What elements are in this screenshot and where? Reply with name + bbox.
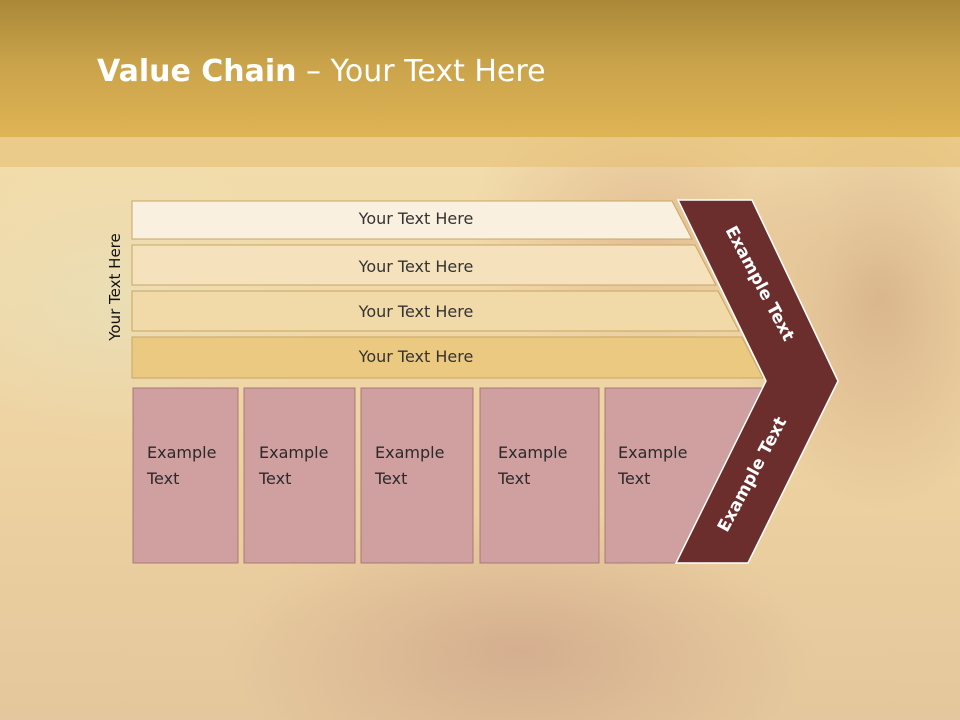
- support-row-shape: [131, 200, 693, 240]
- title-bold: Value Chain: [97, 54, 297, 89]
- reflection-label: Example: [375, 666, 444, 685]
- primary-box-line2: Text: [617, 469, 650, 488]
- support-row-label: Your Text Here: [358, 257, 474, 276]
- primary-box-shape: [360, 387, 474, 564]
- reflection-label: Example: [259, 666, 328, 685]
- slide-title: Value Chain – Your Text Here: [97, 54, 546, 89]
- margin-chevron: [674, 199, 839, 564]
- primary-box-line2: Text: [258, 469, 291, 488]
- primary-box-shape: [479, 387, 600, 564]
- support-row-label: Your Text Here: [358, 347, 474, 366]
- support-row: Your Text Here: [131, 244, 717, 286]
- primary-box-line1: Example: [498, 443, 567, 462]
- support-row-shape: [131, 244, 717, 286]
- reflection-label: Text: [617, 640, 650, 659]
- support-row-label: Your Text Here: [358, 209, 474, 228]
- primary-box-line2: Text: [374, 469, 407, 488]
- primary-box-line2: Text: [497, 469, 530, 488]
- support-row-shape: [131, 290, 740, 332]
- primary-box: Example Text: [243, 387, 356, 564]
- support-row-shape: [131, 336, 764, 379]
- title-band: [0, 137, 960, 167]
- reflection-label: Text: [497, 640, 530, 659]
- title-rest: – Your Text Here: [296, 54, 546, 89]
- reflection-label: Example: [147, 666, 216, 685]
- primary-box: Example Text: [360, 387, 474, 564]
- primary-box-line1: Example: [147, 443, 216, 462]
- primary-box-line2: Text: [146, 469, 179, 488]
- support-row: Your Text Here: [131, 290, 740, 332]
- primary-box-shape: [132, 387, 239, 564]
- support-row: Your Text Here: [131, 336, 764, 379]
- primary-box: Example Text: [479, 387, 600, 564]
- reflection-label: Example: [498, 666, 567, 685]
- diagram-reflection: Example Text Example Text Example Text E…: [133, 565, 825, 720]
- reflection-label: Text: [146, 640, 179, 659]
- primary-box-line1: Example: [259, 443, 328, 462]
- reflection-label: Example: [618, 666, 687, 685]
- reflection-label: Text: [374, 640, 407, 659]
- reflection-label: Text: [258, 640, 291, 659]
- support-row-label: Your Text Here: [358, 302, 474, 321]
- primary-box-shape: [243, 387, 356, 564]
- title-bar: [0, 0, 960, 137]
- primary-box-line1: Example: [618, 443, 687, 462]
- support-row: Your Text Here: [131, 200, 693, 240]
- primary-box-line1: Example: [375, 443, 444, 462]
- primary-box: Example Text: [132, 387, 239, 564]
